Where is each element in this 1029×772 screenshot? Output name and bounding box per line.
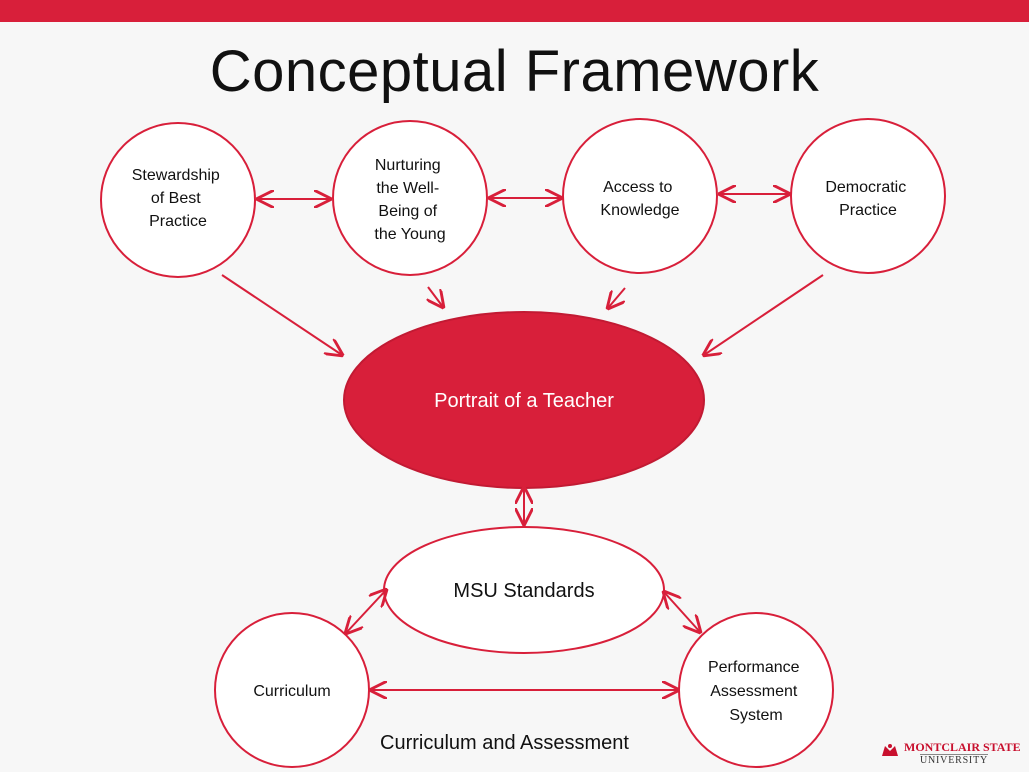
logo-name: MONTCLAIR STATE — [904, 740, 1021, 754]
node-performance: Performance Assessment System — [678, 612, 834, 768]
node-access: Access to Knowledge — [562, 118, 718, 274]
node-nurturing-label: Nurturing the Well- Being of the Young — [374, 157, 445, 243]
node-standards-label: MSU Standards — [453, 580, 594, 602]
logo-subtitle: UNIVERSITY — [920, 754, 988, 766]
arrow-democratic-center — [704, 274, 824, 355]
slide-title: Conceptual Framework — [209, 39, 820, 104]
arrow-standards-performance — [664, 592, 700, 632]
arrow-standards-curriculum — [346, 590, 386, 633]
node-curriculum: Curriculum — [214, 612, 370, 768]
top-accent-bar — [0, 0, 1029, 22]
node-democratic: Democratic Practice — [790, 118, 946, 274]
node-performance-label: Performance Assessment System — [708, 659, 804, 724]
node-portrait: Portrait of a Teacher — [343, 311, 705, 489]
university-logo: MONTCLAIR STATE UNIVERSITY — [880, 740, 1028, 770]
logo-seal-icon — [882, 744, 898, 756]
node-portrait-label: Portrait of a Teacher — [434, 390, 614, 412]
node-access-label: Access to Knowledge — [600, 179, 679, 219]
arrow-stewardship-center — [221, 274, 342, 355]
node-democratic-label: Democratic Practice — [825, 179, 910, 219]
node-stewardship: Stewardship of Best Practice — [100, 122, 256, 278]
node-nurturing: Nurturing the Well- Being of the Young — [332, 120, 488, 276]
node-stewardship-label: Stewardship of Best Practice — [132, 167, 225, 230]
node-curriculum-label: Curriculum — [253, 683, 330, 700]
arrow-nurturing-center — [428, 286, 443, 307]
arrow-access-center — [608, 287, 626, 308]
caption: Curriculum and Assessment — [380, 732, 629, 754]
node-standards: MSU Standards — [383, 526, 665, 654]
